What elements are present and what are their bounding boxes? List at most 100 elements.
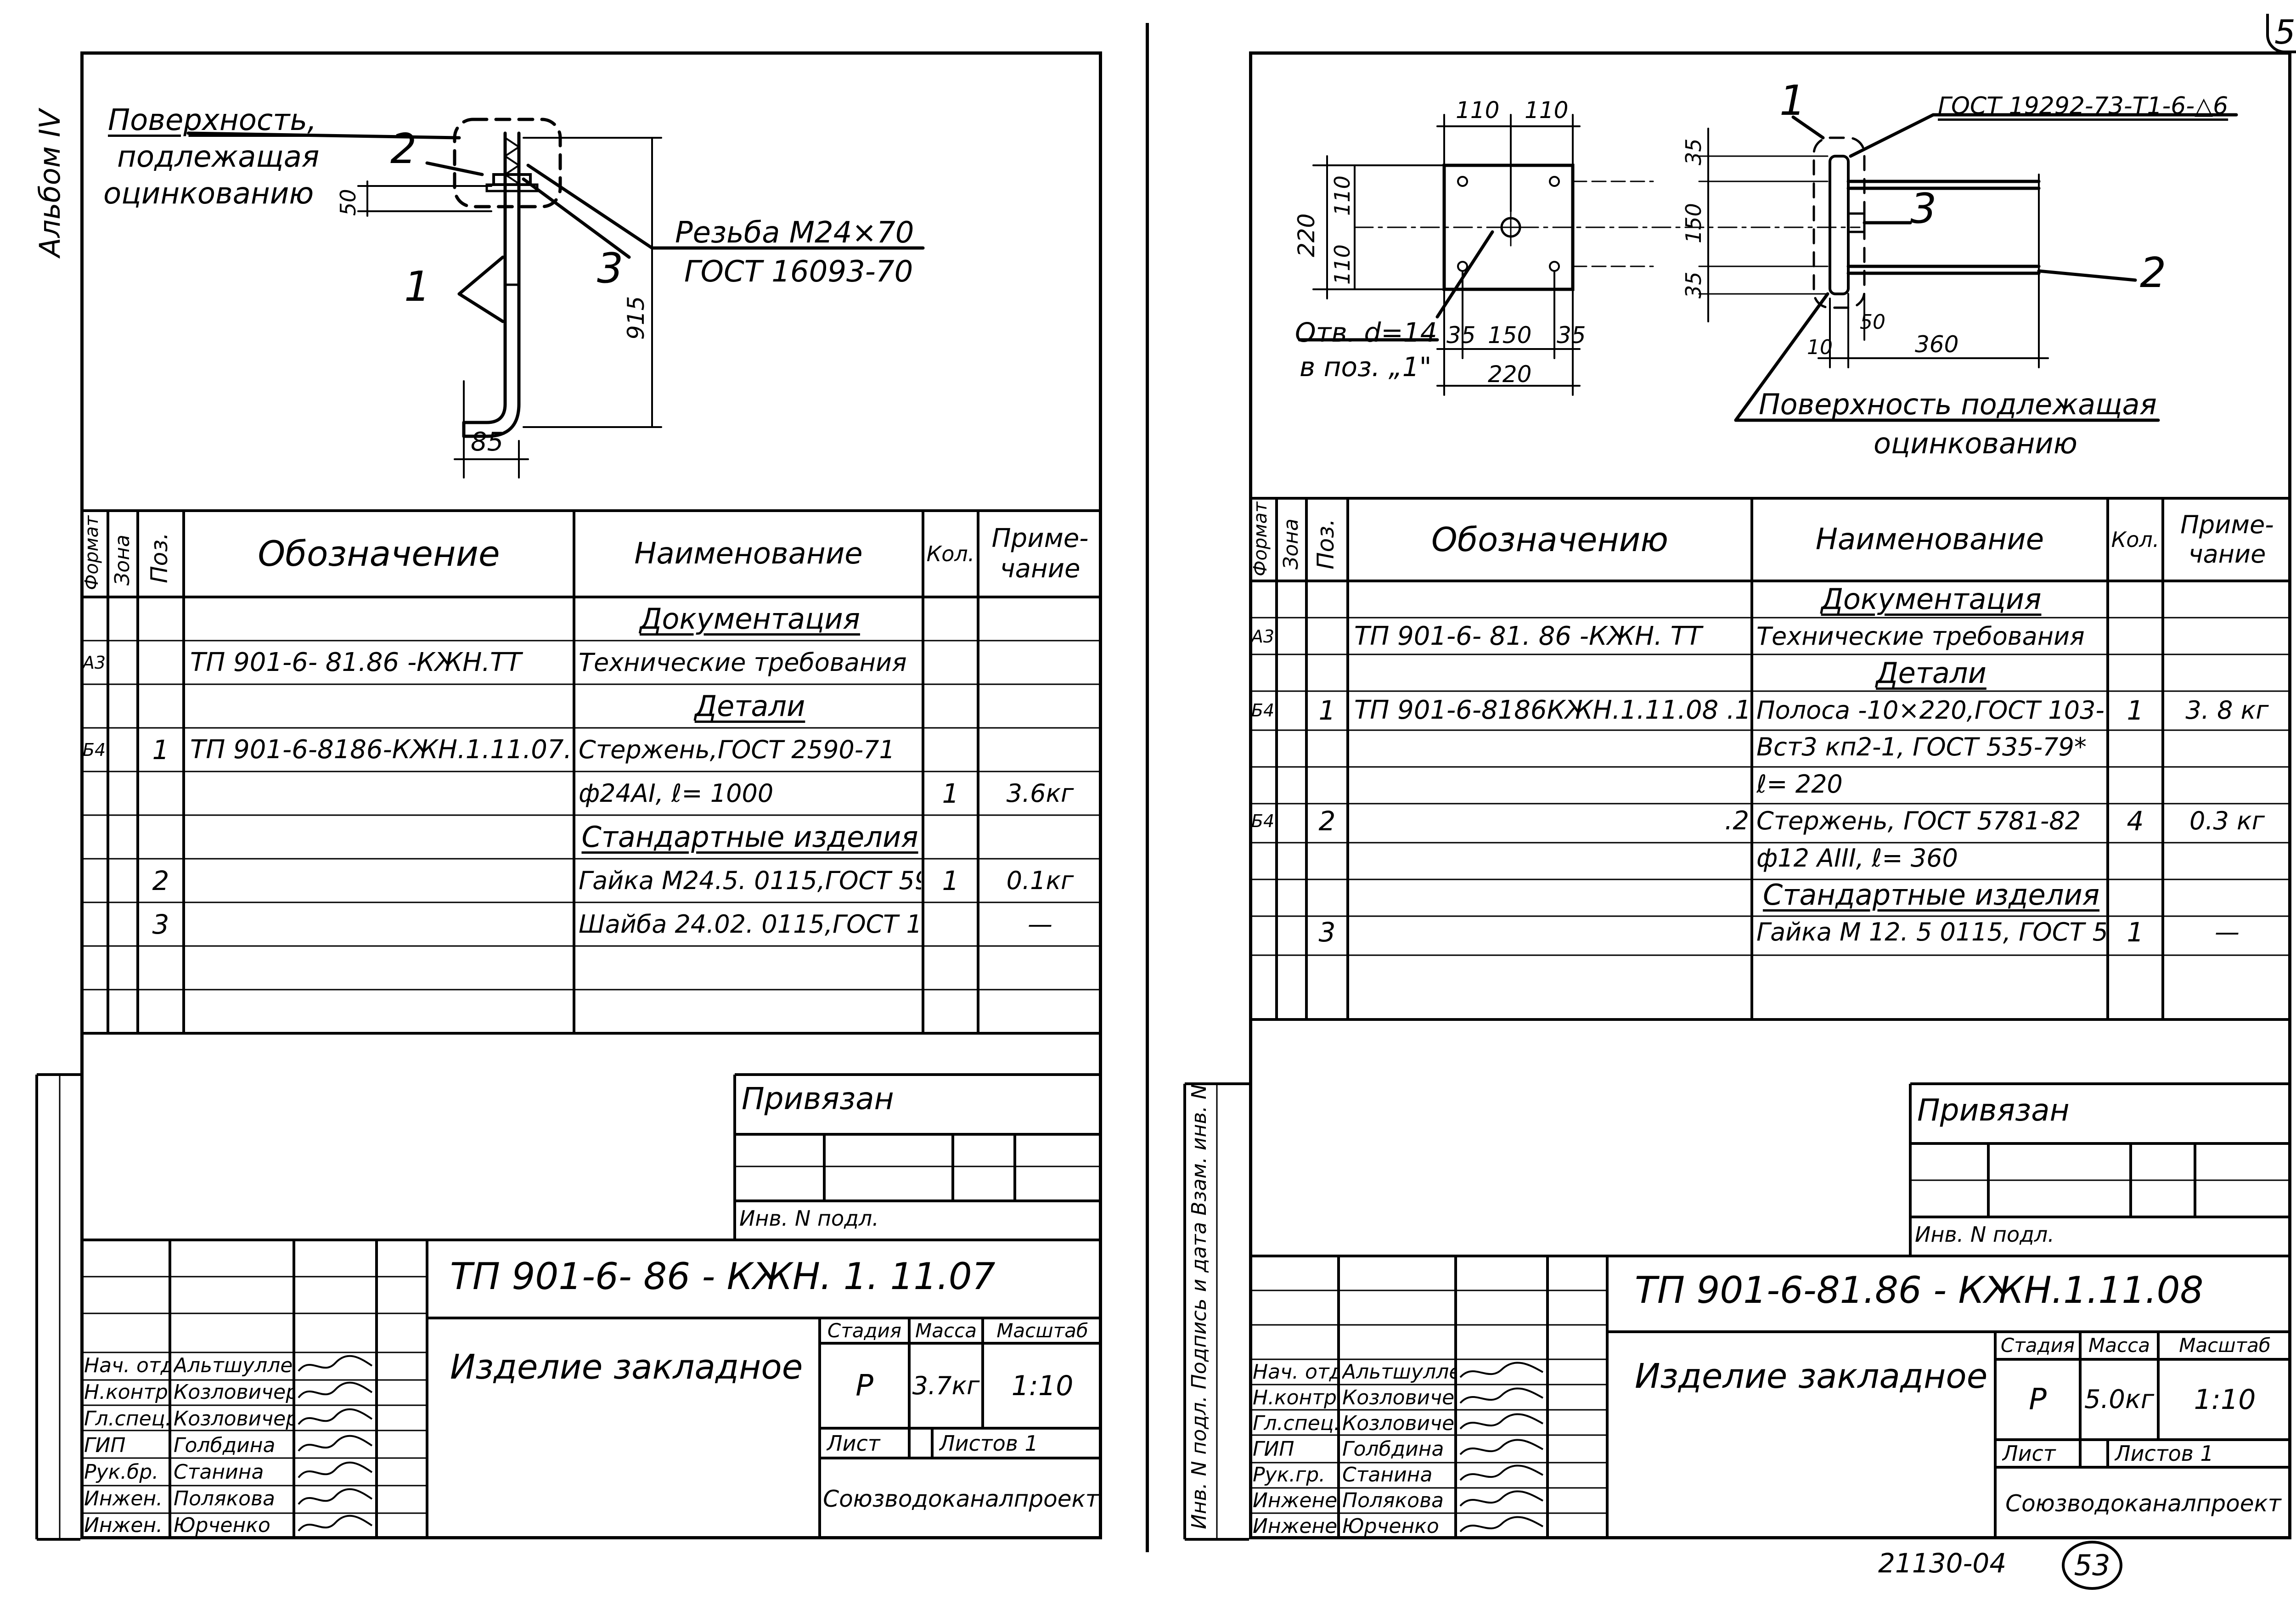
left-thread-note: Резьба М24×70 <box>675 216 914 250</box>
right-row-name: ф12 АIII, ℓ= 360 <box>1756 843 1958 873</box>
left-signature-mark <box>298 1488 373 1505</box>
left-part-drawing <box>186 118 925 479</box>
right-signature-mark <box>1459 1387 1543 1404</box>
right-row-qty: 1 <box>2127 694 2144 726</box>
left-stage-label: Стадия <box>827 1319 902 1342</box>
right-scale-value: 1:10 <box>2194 1383 2256 1416</box>
left-mass-label: Масса <box>915 1319 977 1342</box>
right-signatory-name: Юрченко <box>1342 1515 1439 1538</box>
left-signature-mark <box>298 1381 373 1398</box>
right-row-name: Технические требования <box>1756 621 2085 651</box>
right-signatory-name: Голбдина <box>1342 1437 1444 1461</box>
left-header-designation: Обозначение <box>258 533 500 574</box>
left-org-name: Союзводоканалпроект <box>823 1485 1099 1512</box>
left-signatory-role: Н.контр. <box>84 1380 169 1404</box>
right-scale-label: Масштаб <box>2179 1334 2271 1357</box>
left-signature-mark <box>298 1435 373 1452</box>
left-thread-gost: ГОСТ 16093-70 <box>684 255 913 289</box>
page-number: 53 <box>2062 1541 2122 1590</box>
right-title-block-grid <box>1249 1255 2291 1539</box>
right-mass-label: Масса <box>2088 1334 2150 1357</box>
right-row-format: Б4 <box>1251 700 1275 721</box>
left-side-strip <box>35 1073 80 1541</box>
left-signatory-role: Гл.спец. <box>84 1407 169 1430</box>
left-signatory-name: Альтшуллер <box>174 1354 293 1377</box>
left-header-note: Приме- чание <box>978 511 1102 597</box>
left-privyazan-label: Привязан <box>742 1081 894 1116</box>
left-signatory-name: Козловичер <box>174 1380 293 1404</box>
right-row-pos: 1 <box>1318 694 1336 726</box>
right-header-note-line2: чание <box>2188 540 2266 569</box>
right-signatory-name: Полякова <box>1342 1489 1444 1512</box>
right-row-name: Стандартные изделия <box>1762 878 2100 912</box>
right-hole-pos: в поз. „1" <box>1300 351 1432 383</box>
right-gost-weld: ГОСТ 19292-73-Т1-6-△6 <box>1938 92 2228 120</box>
left-row-qty: 1 <box>942 865 959 896</box>
right-title-name: Изделие закладное <box>1635 1357 1988 1396</box>
left-row-note: — <box>1028 909 1052 939</box>
left-row-qty: 1 <box>942 777 959 809</box>
left-header-qty: Кол. <box>926 541 975 566</box>
left-row-name: Стандартные изделия <box>581 820 918 854</box>
right-header-qty: Кол. <box>2111 527 2160 552</box>
right-signature-mark <box>1459 1516 1543 1532</box>
right-mass-value: 5.0кг <box>2084 1384 2155 1414</box>
right-row-name: ℓ= 220 <box>1756 769 1843 799</box>
left-signature-mark <box>298 1515 373 1532</box>
right-row-name: Гайка М 12. 5 0115, ГОСТ 5915-70 <box>1756 917 2106 946</box>
left-signatory-name: Юрченко <box>174 1514 270 1537</box>
left-signatory-name: Полякова <box>174 1487 275 1510</box>
right-dim-360: 360 <box>1915 331 1959 358</box>
right-hole-note: Отв. d=14 <box>1295 317 1437 348</box>
right-surface-note-line1: Поверхность подлежащая <box>1759 388 2157 421</box>
right-title-code: ТП 901-6-81.86 - КЖН.1.11.08 <box>1635 1269 2204 1312</box>
right-dim-150: 150 <box>1488 322 1532 349</box>
left-scale-label: Масштаб <box>996 1319 1088 1342</box>
right-signatory-name: Альтшуллер <box>1342 1360 1455 1384</box>
right-signatory-role: Нач. отд. <box>1253 1360 1338 1384</box>
right-signature-mark <box>1459 1490 1543 1507</box>
left-pos1-label: 1 <box>404 263 431 311</box>
left-signatory-role: Инжен. <box>84 1487 163 1510</box>
left-signatory-name: Голбдина <box>174 1434 276 1457</box>
right-spec-table-grid <box>1249 497 2291 1021</box>
left-header-note-line1: Приме- <box>991 524 1089 553</box>
left-row-name: Шайба 24.02. 0115,ГОСТ 11371-78 <box>579 909 921 939</box>
left-signatory-role: Нач. отд. <box>84 1354 169 1377</box>
right-row-note: — <box>2215 917 2240 946</box>
right-signatory-role: ГИП <box>1253 1437 1294 1461</box>
left-surface-note-line1: Поверхность, <box>108 103 317 137</box>
right-org-name: Союзводоканалпроект <box>2005 1490 2281 1517</box>
right-pos2-label: 2 <box>2140 249 2167 297</box>
left-pos3-label: 3 <box>597 244 624 293</box>
left-scale-value: 1:10 <box>1011 1369 1074 1402</box>
left-row-name: Технические требования <box>579 648 907 677</box>
left-row-designation: ТП 901-6- 81.86 -КЖН.ТТ <box>190 647 522 677</box>
left-title-block-grid <box>80 1239 1102 1539</box>
right-row-format: А3 <box>1251 626 1275 647</box>
left-signature-mark <box>298 1461 373 1478</box>
right-signatory-name: Станина <box>1342 1463 1433 1487</box>
right-signatory-role: Рук.гр. <box>1253 1463 1326 1487</box>
left-signature-mark <box>298 1408 373 1425</box>
right-row-name: Документация <box>1821 582 2042 616</box>
right-header-name: Наименование <box>1815 523 2044 557</box>
left-dim-85: 85 <box>471 427 504 457</box>
right-row-qty: 1 <box>2127 916 2144 948</box>
right-row-pos: 3 <box>1318 916 1336 948</box>
right-dim-10: 10 <box>1807 336 1833 359</box>
left-header-note-line2: чание <box>1000 554 1080 584</box>
right-dim-35a: 35 <box>1446 322 1476 349</box>
right-dim-50: 50 <box>1860 310 1885 334</box>
left-row-pos: 1 <box>152 734 169 766</box>
left-signatory-name: Козловичер <box>174 1407 293 1430</box>
left-title-name: Изделие закладное <box>450 1347 803 1387</box>
right-signatory-name: Козловичер <box>1342 1386 1455 1409</box>
left-stage-value: Р <box>855 1368 873 1403</box>
center-fold-line <box>1146 23 1149 1552</box>
right-signature-mark <box>1459 1413 1543 1430</box>
left-sheet-frame <box>80 51 1102 1539</box>
right-signatory-role: Инженер <box>1253 1489 1338 1512</box>
right-signatory-role: Инженер <box>1253 1515 1338 1538</box>
left-row-note: 3.6кг <box>1006 778 1074 808</box>
